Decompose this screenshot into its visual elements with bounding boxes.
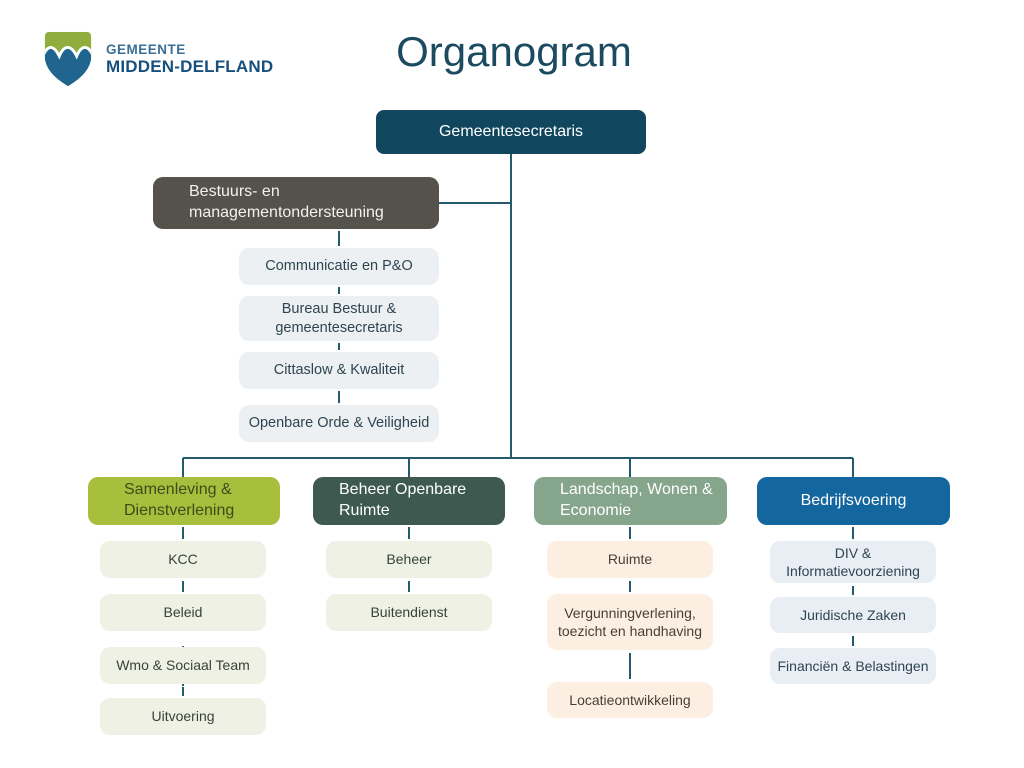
node-uitvoering: Uitvoering [100, 698, 266, 735]
municipality-logo: GEMEENTE MIDDEN-DELFLAND [40, 30, 273, 88]
page-title: Organogram [396, 28, 632, 75]
node-gemeentesecretaris: Gemeentesecretaris [376, 110, 646, 154]
node-locatieontwikkeling: Locatieontwikkeling [547, 682, 713, 718]
logo-gemeente-label: GEMEENTE [106, 41, 186, 57]
node-bestuurs-en-managementondersteuning: Bestuurs- en managementondersteuning [153, 177, 439, 229]
dept-samenleving-dienstverlening: Samenleving & Dienstverlening [88, 477, 280, 525]
dept-beheer-openbare-ruimte: Beheer Openbare Ruimte [313, 477, 505, 525]
node-div-informatievoorziening: DIV & Informatievoorziening [770, 541, 936, 583]
node-beleid: Beleid [100, 594, 266, 631]
node-vergunningverlening-toezicht-handhaving: Vergunningverlening, toezicht en handhav… [547, 594, 713, 650]
logo-text: GEMEENTE MIDDEN-DELFLAND [106, 42, 273, 77]
node-cittaslow-kwaliteit: Cittaslow & Kwaliteit [239, 352, 439, 389]
dept-bedrijfsvoering: Bedrijfsvoering [757, 477, 950, 525]
node-kcc: KCC [100, 541, 266, 578]
node-juridische-zaken: Juridische Zaken [770, 597, 936, 633]
node-openbare-orde-veiligheid: Openbare Orde & Veiligheid [239, 405, 439, 442]
node-beheer: Beheer [326, 541, 492, 578]
node-wmo-sociaal-team: Wmo & Sociaal Team [100, 647, 266, 684]
node-communicatie-en-po: Communicatie en P&O [239, 248, 439, 285]
shield-icon [44, 31, 92, 87]
node-ruimte: Ruimte [547, 541, 713, 578]
logo-municipality-name: MIDDEN-DELFLAND [106, 56, 274, 76]
node-financien-belastingen: Financiën & Belastingen [770, 648, 936, 684]
dept-landschap-wonen-economie: Landschap, Wonen & Economie [534, 477, 727, 525]
node-bureau-bestuur-gemeentesecretaris: Bureau Bestuur & gemeentesecretaris [239, 296, 439, 341]
node-buitendienst: Buitendienst [326, 594, 492, 631]
